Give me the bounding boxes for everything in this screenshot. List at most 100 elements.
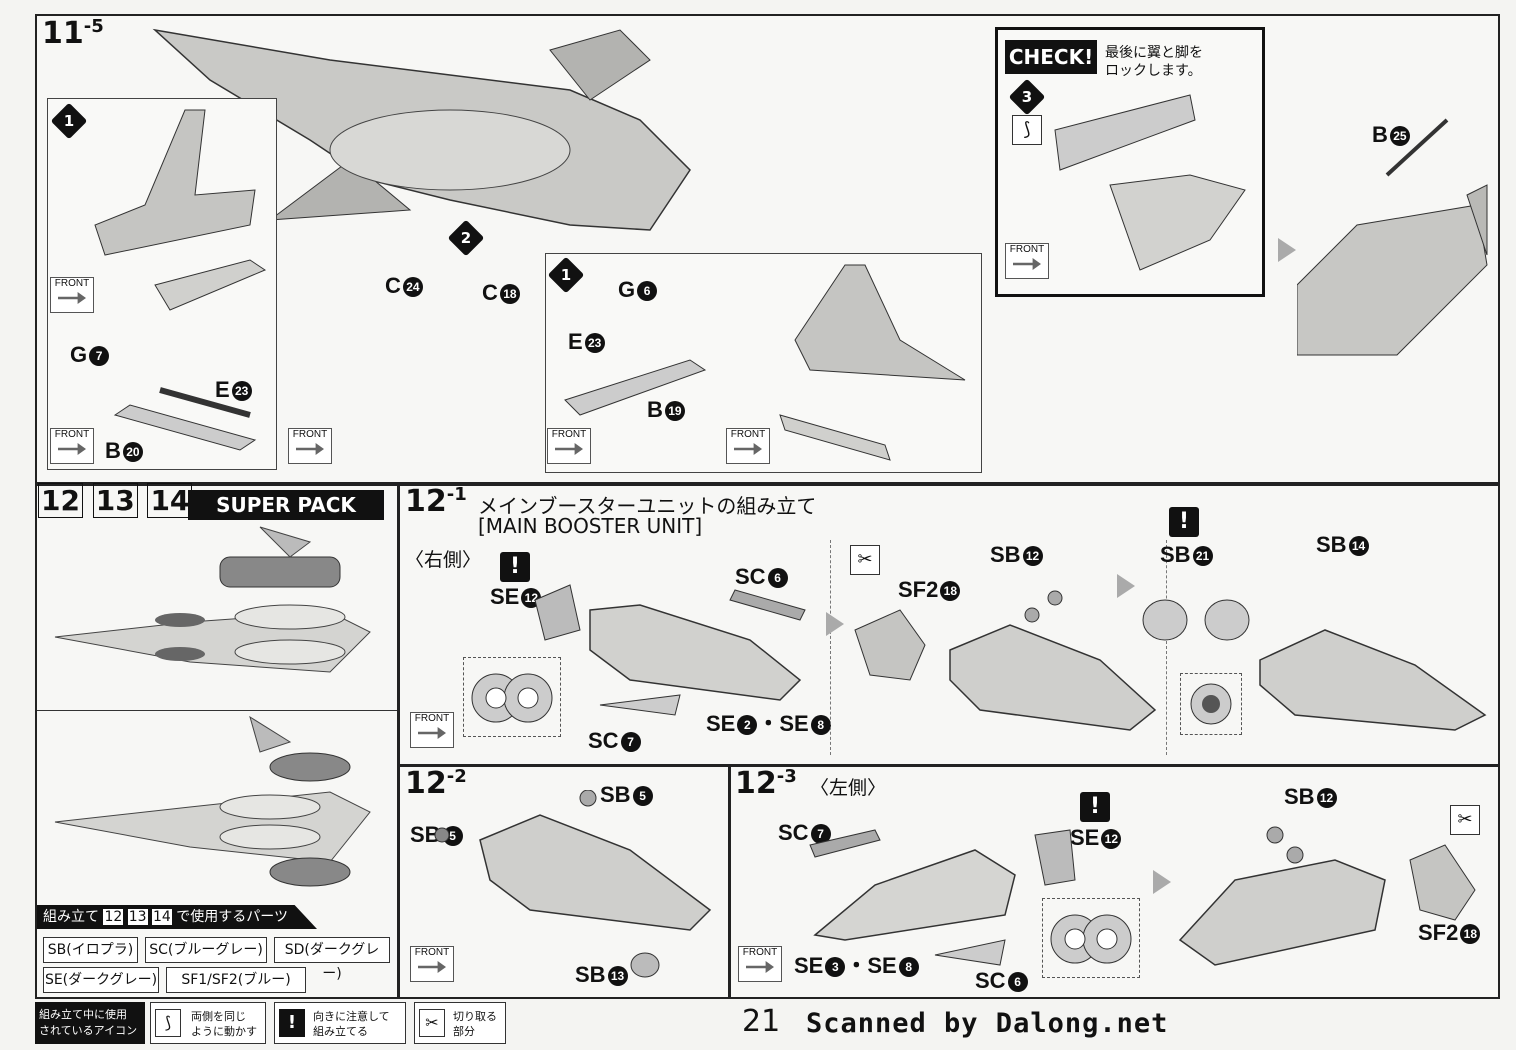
caution-legend-icon: ! (279, 1009, 305, 1037)
booster-unit-illustration-2 (854, 590, 1157, 731)
next-arrow-12-1-b (1117, 574, 1135, 598)
caution-icon-3: ! (1080, 792, 1110, 822)
front-indicator-2: FRONT (50, 428, 94, 464)
step-12-1-panel (398, 484, 1500, 766)
sub-step-1b-marker: 1 (547, 256, 585, 294)
scan-watermark: Scanned by Dalong.net (806, 1008, 1169, 1039)
front-indicator-12-2: FRONT (410, 946, 454, 982)
booster-unit-illustration-1 (534, 584, 806, 716)
front-indicator-12-1: FRONT (410, 712, 454, 748)
cut-icon-2: ✂ (1450, 805, 1480, 835)
part-sf: SF1/SF2(ブルー) (166, 967, 306, 993)
booster-unit-illustration-5 (809, 829, 1076, 966)
aircraft-tail-illustration (1297, 118, 1488, 356)
cut-legend-icon: ✂ (419, 1009, 445, 1037)
step-12-3-number: 12-3 (735, 766, 797, 801)
front-indicator-4: FRONT (547, 428, 591, 464)
launcher-rail-illustration (113, 387, 257, 451)
check-text-line2: ロックします。 (1105, 63, 1202, 79)
missile-pod-illustration (154, 259, 267, 311)
step-12-1-title-en: [MAIN BOOSTER UNIT] (478, 514, 703, 538)
sub-step-1-marker: 1 (50, 102, 88, 140)
super-pack-divider (37, 710, 397, 711)
step-12-1-side-label: 〈右側〉 (405, 549, 482, 571)
divider-12-1-b (1166, 540, 1167, 755)
sub-step-3-marker: 3 (1008, 78, 1046, 116)
part-sc: SC(ブルーグレー) (145, 937, 267, 963)
both-sides-legend-icon: ⟆ (155, 1009, 181, 1037)
next-arrow-12-1-a (826, 612, 844, 636)
step-11-5-number: 11-5 (42, 16, 104, 51)
next-arrow-12-3 (1153, 870, 1171, 894)
booster-unit-illustration-4 (434, 790, 712, 978)
detail-callout-1 (463, 657, 561, 737)
front-indicator-5: FRONT (726, 428, 770, 464)
next-arrow-top (1278, 238, 1296, 262)
super-pack-top-view (54, 526, 371, 673)
missile-pod-right-illustration (779, 414, 891, 461)
step-12-1-title-jp: メインブースターユニットの組み立て (478, 494, 817, 518)
sub-step-2-marker: 2 (447, 219, 485, 257)
both-sides-icon: ⟆ (1012, 115, 1042, 145)
front-indicator-check: FRONT (1005, 243, 1049, 279)
detail-callout-2 (1180, 673, 1242, 735)
super-pack-bottom-view (54, 715, 371, 887)
icon-legend-cut: ✂ 切り取る 部分 (414, 1002, 506, 1044)
aircraft-top-illustration (152, 28, 691, 231)
wing-part-illustration (94, 109, 256, 256)
step-12-13-14-header: 12 13 14 (38, 483, 193, 518)
check-wing-illustration (1054, 94, 1246, 271)
check-badge: CHECK! (1005, 40, 1097, 74)
launcher-rail-right-illustration (564, 359, 707, 416)
caution-icon-2: ! (1169, 507, 1199, 537)
icon-legend-caution: ! 向きに注意して 組み立てる (274, 1002, 406, 1044)
icon-legend-both-sides: ⟆ 両側を同じ ように動かす (150, 1002, 266, 1044)
cut-icon-1: ✂ (850, 545, 880, 575)
part-se: SE(ダークグレー) (43, 967, 159, 993)
parts-legend-title-bar: 組み立て 12 13 14 で使用するパーツ (37, 905, 317, 929)
part-sb: SB(イロプラ) (43, 937, 138, 963)
page-number: 21 (742, 1004, 781, 1039)
booster-unit-illustration-6 (1178, 826, 1476, 966)
booster-unit-illustration-3 (1142, 599, 1487, 731)
step-12-2-number: 12-2 (405, 766, 467, 801)
detail-callout-3 (1042, 898, 1140, 978)
step-12-1-number: 12-1 (405, 484, 467, 519)
front-indicator-12-3: FRONT (738, 946, 782, 982)
wing-right-illustration (794, 264, 966, 381)
icon-legend-title: 組み立て中に使用 されているアイコン (35, 1002, 145, 1044)
step-12-3-side-label: 〈左側〉 (810, 777, 887, 799)
front-indicator-3: FRONT (288, 428, 332, 464)
front-indicator-1: FRONT (50, 277, 94, 313)
super-pack-title: SUPER PACK (188, 490, 384, 520)
divider-12-1-a (830, 540, 831, 755)
caution-icon-1: ! (500, 552, 530, 582)
part-sd: SD(ダークグレー) (274, 937, 390, 982)
check-text-line1: 最後に翼と脚を (1105, 45, 1203, 61)
